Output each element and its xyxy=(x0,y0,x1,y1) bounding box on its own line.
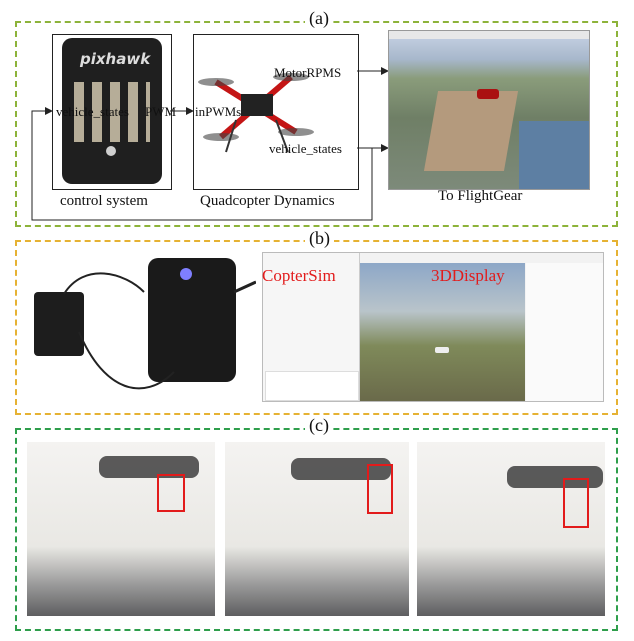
drone-2 xyxy=(291,458,391,480)
display3d-drone xyxy=(435,347,449,353)
port-pwm-in: inPWMs xyxy=(195,104,242,119)
coptersim-console xyxy=(265,371,359,401)
flightgear-titlebar xyxy=(389,31,589,39)
coptersim-label: CopterSim xyxy=(262,266,336,285)
pixhawk-ports xyxy=(74,82,150,142)
flight-photo-3 xyxy=(417,442,605,616)
port-pwm-out: PWM xyxy=(145,104,177,119)
flightgear-water xyxy=(519,121,589,189)
display3d-label: 3DDisplay xyxy=(431,266,505,285)
pixhawk-hardware-led xyxy=(180,268,192,280)
ground-station-panel xyxy=(526,263,603,401)
flightgear-screenshot xyxy=(388,30,590,190)
pixhawk-board-image: pixhawk xyxy=(62,38,162,184)
flight-photo-2 xyxy=(225,442,409,616)
hardware-photo xyxy=(24,252,256,402)
port-vehicle-states-in: vehicle_states xyxy=(56,104,129,119)
flight-photo-1 xyxy=(27,442,215,616)
pixhawk-led xyxy=(106,146,116,156)
quadcopter-image xyxy=(198,73,314,153)
panel-c-label: (c) xyxy=(305,415,333,436)
panel-a-label: (a) xyxy=(305,8,333,29)
quadcopter-dynamics-caption: Quadcopter Dynamics xyxy=(200,193,335,209)
connection-cable xyxy=(63,272,256,390)
pixhawk-hardware xyxy=(148,258,236,382)
panel-b-label: (b) xyxy=(305,228,334,249)
port-vehicle-states-out: vehicle_states xyxy=(269,141,342,156)
highlight-box-3 xyxy=(563,478,589,528)
highlight-box-1 xyxy=(157,474,185,512)
flightgear-drone xyxy=(477,89,499,99)
control-system-caption: control system xyxy=(60,193,148,209)
port-motor-rpms: MotorRPMS xyxy=(274,65,342,80)
flightgear-runway xyxy=(423,91,519,171)
drone-1 xyxy=(99,456,199,478)
flightgear-caption: To FlightGear xyxy=(438,188,523,204)
receiver-module xyxy=(34,292,84,356)
display3d-window xyxy=(360,263,525,401)
drone-3 xyxy=(507,466,603,488)
software-screenshot xyxy=(262,252,604,402)
highlight-box-2 xyxy=(367,464,393,514)
pixhawk-logo: pixhawk xyxy=(80,50,151,68)
